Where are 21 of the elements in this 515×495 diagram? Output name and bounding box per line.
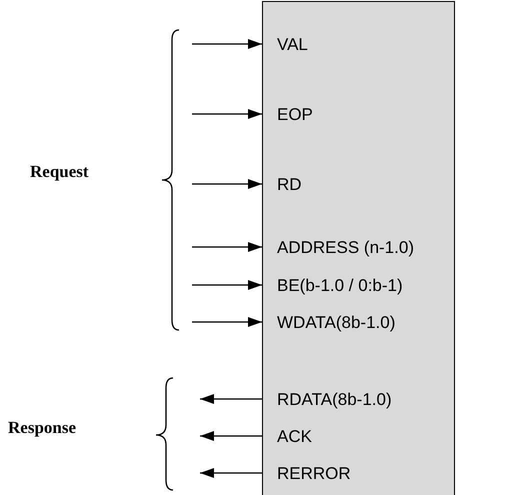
- signal-name: RERROR: [263, 462, 351, 486]
- signal-name: ACK: [263, 425, 312, 449]
- arrow: [192, 39, 262, 49]
- signal-name: RD: [263, 173, 302, 197]
- signal-name: RDATA(8b-1.0): [263, 388, 392, 412]
- arrow: [192, 317, 262, 327]
- arrow: [192, 109, 262, 119]
- arrow: [192, 280, 262, 290]
- signal-name: VAL: [263, 33, 308, 57]
- arrow: [200, 394, 262, 404]
- group-label: Response: [8, 418, 76, 438]
- arrow: [200, 431, 262, 441]
- group-label: Request: [30, 162, 89, 182]
- arrow: [192, 179, 262, 189]
- signal-name: EOP: [263, 103, 313, 127]
- interface-block: [262, 1, 455, 495]
- arrow: [192, 242, 262, 252]
- signal-name: ADDRESS (n-1.0): [263, 236, 414, 260]
- arrow: [200, 468, 262, 478]
- signal-name: WDATA(8b-1.0): [263, 311, 396, 335]
- signal-name: BE(b-1.0 / 0:b-1): [263, 274, 403, 298]
